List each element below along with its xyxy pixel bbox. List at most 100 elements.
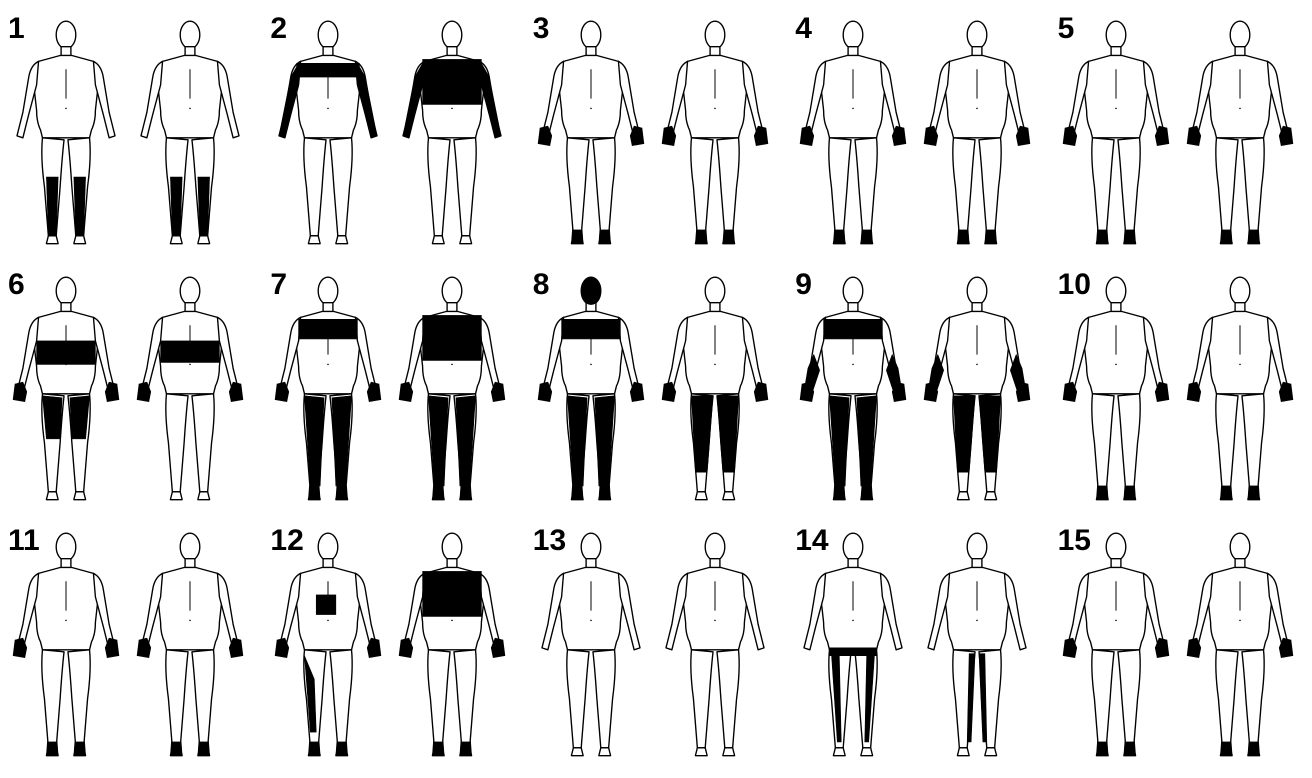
body-outline (1067, 533, 1165, 755)
body-outline (279, 277, 377, 499)
shaded-feet (1096, 230, 1108, 244)
panel-number: 1 (8, 14, 25, 44)
shaded-feet (1220, 230, 1232, 244)
shaded-upper-legs (979, 396, 1001, 472)
shaded-feet (861, 486, 873, 500)
shaded-feet (834, 486, 846, 500)
figure-back (137, 277, 243, 499)
figure-front (279, 21, 377, 243)
shaded-legs (830, 396, 850, 486)
panel-number: 8 (533, 270, 550, 300)
shaded-feet (1247, 742, 1259, 756)
figure-back (924, 277, 1030, 499)
shaded-feet (433, 486, 445, 500)
shaded-legs (456, 396, 476, 486)
shaded-legs (332, 396, 352, 486)
panel-1: 1 (0, 10, 262, 266)
body-outline (1067, 277, 1165, 499)
figure-back (1187, 533, 1293, 755)
body-outline (1067, 21, 1165, 243)
panel-figures (1050, 266, 1312, 522)
body-outline (279, 533, 377, 755)
figure-front (542, 533, 640, 755)
panel-number: 15 (1058, 526, 1091, 556)
panel-figures (525, 522, 787, 778)
panel-number: 5 (1058, 14, 1075, 44)
shaded-upper-back (423, 59, 482, 104)
panel-14: 14 (787, 522, 1049, 778)
figure-front (17, 21, 115, 243)
panel-11: 11 (0, 522, 262, 778)
figure-front (538, 21, 644, 243)
shaded-feet (460, 486, 472, 500)
figure-front (275, 277, 381, 499)
panel-13: 13 (525, 522, 787, 778)
figure-back (1187, 21, 1293, 243)
shaded-lower-back (161, 341, 220, 363)
body-outline (17, 277, 115, 499)
panel-5: 5 (1050, 10, 1312, 266)
figure-back (1187, 277, 1293, 499)
shaded-feet (1220, 486, 1232, 500)
panel-number: 14 (795, 526, 828, 556)
figure-front (800, 21, 906, 243)
figure-back (141, 21, 239, 243)
body-outline (928, 533, 1026, 755)
shaded-upper-back (423, 571, 482, 616)
shaded-chest (561, 319, 620, 339)
body-outline (804, 21, 902, 243)
shaded-feet (1123, 230, 1135, 244)
shaded-feet (433, 742, 445, 756)
shaded-feet (1096, 486, 1108, 500)
panel-figures (262, 522, 524, 778)
shaded-feet (46, 742, 58, 756)
shaded-arms (482, 63, 502, 137)
panel-10: 10 (1050, 266, 1312, 522)
figure-back (399, 533, 505, 755)
shaded-feet (1247, 230, 1259, 244)
figure-back (662, 21, 768, 243)
shaded-shins (170, 177, 182, 236)
panel-number: 12 (270, 526, 303, 556)
shaded-upper-chest-band (297, 63, 360, 77)
figure-back (399, 277, 505, 499)
panel-figures (0, 10, 262, 266)
shaded-feet (861, 230, 873, 244)
panel-3: 3 (525, 10, 787, 266)
panel-2: 2 (262, 10, 524, 266)
figure-front (13, 277, 119, 499)
figure-front (804, 533, 902, 755)
panel-8: 8 (525, 266, 787, 522)
shaded-shins (74, 177, 86, 236)
figure-back (137, 533, 243, 755)
shaded-feet (1220, 742, 1232, 756)
body-outline (542, 277, 640, 499)
shaded-shins (46, 177, 58, 236)
shaded-feet (1123, 742, 1135, 756)
body-outline (666, 533, 764, 755)
shaded-upper-legs (691, 396, 713, 472)
panel-figures (525, 10, 787, 266)
shaded-feet (834, 230, 846, 244)
panel-4: 4 (787, 10, 1049, 266)
shaded-legs (595, 396, 615, 486)
body-outline (1191, 277, 1289, 499)
shaded-feet (460, 742, 472, 756)
shaded-right-flank (317, 595, 337, 615)
figure-back (924, 21, 1030, 243)
panel-figures (525, 266, 787, 522)
body-outline (403, 277, 501, 499)
panel-figures (0, 266, 262, 522)
panel-number: 13 (533, 526, 566, 556)
panel-7: 7 (262, 266, 524, 522)
shaded-feet (599, 486, 611, 500)
body-outline (17, 533, 115, 755)
shaded-chest (824, 319, 883, 339)
figure-back (666, 533, 764, 755)
figure-front (800, 277, 906, 499)
figure-front (1063, 533, 1169, 755)
shaded-shins (198, 177, 210, 236)
shaded-feet (723, 230, 735, 244)
shaded-legs (567, 396, 587, 486)
